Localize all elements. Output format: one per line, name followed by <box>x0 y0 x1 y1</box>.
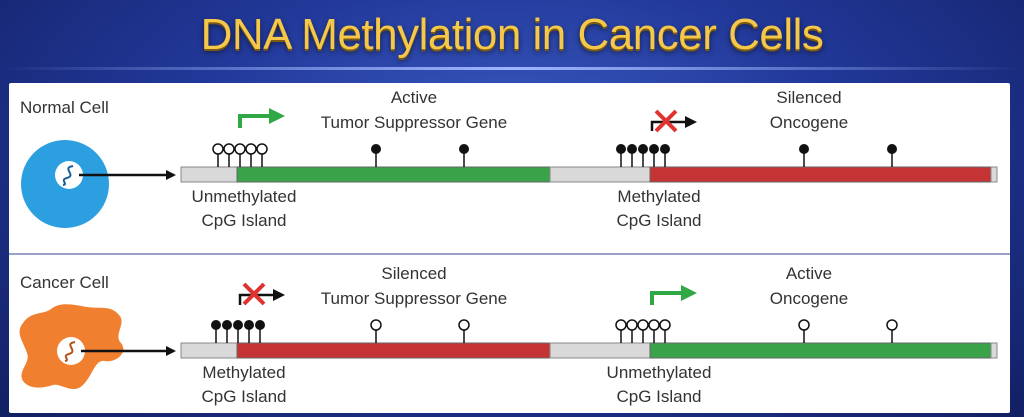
silenced-gene-segment <box>649 166 992 183</box>
slide-title: DNA Methylation in Cancer Cells <box>200 10 824 59</box>
normal-active-transcription-arrow <box>238 108 285 128</box>
active-gene-segment <box>649 342 992 359</box>
normal-right-gene-status: Silenced <box>776 88 842 107</box>
cpg-island-segment <box>180 342 238 359</box>
normal-cell-icon <box>21 140 109 228</box>
normal-right-island-line1: Methylated <box>617 187 701 206</box>
cpg-island-segment <box>549 342 651 359</box>
cancer-blocked-transcription-arrow <box>238 282 285 306</box>
normal-right-gene-name: Oncogene <box>769 113 849 132</box>
strand-end <box>990 166 998 183</box>
cancer-methylated-lollipops <box>211 320 265 343</box>
title-divider <box>0 67 1024 70</box>
normal-left-island-line1: Unmethylated <box>191 187 297 206</box>
normal-oncogene-lollipops <box>799 144 897 167</box>
cancer-left-gene-name: Tumor Suppressor Gene <box>320 289 508 308</box>
cancer-active-transcription-arrow <box>650 285 697 305</box>
cancer-unmethylated-lollipops <box>615 319 671 343</box>
normal-dna-strand <box>180 166 998 183</box>
cpg-island-segment <box>180 166 238 183</box>
diagram-graphics <box>19 108 998 390</box>
cancer-right-island-line2: CpG Island <box>616 387 702 406</box>
cpg-island-segment <box>549 166 651 183</box>
diagram-panel: Normal Cell Active Tumor Suppressor Gene… <box>9 83 1010 413</box>
block-cross-icon <box>242 282 266 306</box>
normal-left-gene-name: Tumor Suppressor Gene <box>320 113 508 132</box>
normal-left-island-line2: CpG Island <box>201 211 287 230</box>
normal-methylated-lollipops <box>616 144 670 167</box>
cancer-right-gene-name: Oncogene <box>769 289 849 308</box>
normal-blocked-transcription-arrow <box>650 109 697 133</box>
active-gene-segment <box>236 166 551 183</box>
cancer-gene-body-lollipops <box>370 319 470 343</box>
silenced-gene-segment <box>236 342 551 359</box>
cancer-dna-strand <box>180 342 998 359</box>
cancer-right-gene-status: Active <box>785 264 833 283</box>
cancer-left-island-line2: CpG Island <box>201 387 287 406</box>
normal-unmethylated-lollipops <box>212 143 268 167</box>
cancer-left-gene-status: Silenced <box>381 264 447 283</box>
title-bar: DNA Methylation in Cancer Cells <box>0 0 1024 70</box>
normal-cell-label: Normal Cell <box>20 98 109 117</box>
cancer-cell-label: Cancer Cell <box>20 273 109 292</box>
block-cross-icon <box>654 109 678 133</box>
cancer-right-island-line1: Unmethylated <box>606 363 712 382</box>
normal-gene-body-lollipops <box>371 144 469 167</box>
cancer-cell-icon <box>19 304 124 390</box>
cancer-oncogene-lollipops <box>798 319 898 343</box>
panel-separator <box>9 253 1010 255</box>
cancer-left-island-line1: Methylated <box>202 363 286 382</box>
normal-left-gene-status: Active <box>390 88 438 107</box>
strand-end <box>990 342 998 359</box>
normal-right-island-line2: CpG Island <box>616 211 702 230</box>
